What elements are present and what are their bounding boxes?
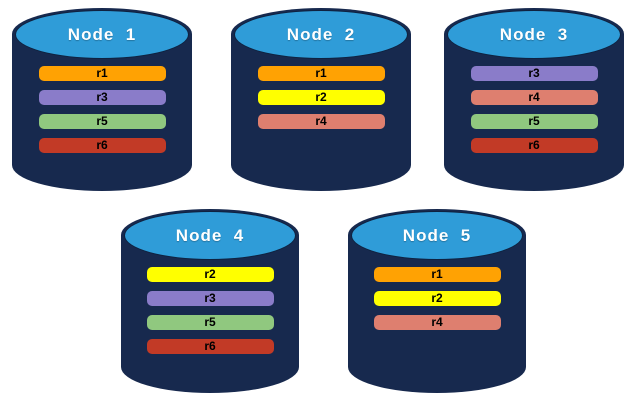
db-node-4: Node 4 r2 r3 r5 r6 (121, 209, 299, 393)
cylinder-top: Node 4 (124, 211, 296, 260)
node-title: Node 5 (402, 225, 472, 245)
replica-bar: r3 (146, 291, 274, 306)
db-node-1: Node 1 r1 r3 r5 r6 (12, 8, 192, 191)
replica-bar: r1 (257, 66, 385, 81)
node-title: Node 3 (499, 24, 569, 44)
replica-bar: r2 (146, 267, 274, 282)
replica-bar: r2 (257, 90, 385, 105)
replica-list: r1 r2 r4 (231, 66, 411, 129)
node-title: Node 4 (175, 225, 245, 245)
replica-bar: r5 (38, 114, 166, 129)
node-title: Node 2 (286, 24, 356, 44)
replica-bar: r4 (470, 90, 598, 105)
db-node-2: Node 2 r1 r2 r4 (231, 8, 411, 191)
db-node-5: Node 5 r1 r2 r4 (348, 209, 526, 393)
replica-list: r1 r3 r5 r6 (12, 66, 192, 153)
replica-bar: r3 (470, 66, 598, 81)
cylinder-top: Node 3 (447, 10, 621, 59)
node-title: Node 1 (67, 24, 137, 44)
replica-list: r1 r2 r4 (348, 267, 526, 330)
cylinder-top: Node 5 (351, 211, 523, 260)
replica-list: r2 r3 r5 r6 (121, 267, 299, 354)
replica-bar: r5 (470, 114, 598, 129)
replica-bar: r1 (38, 66, 166, 81)
replica-bar: r6 (38, 138, 166, 153)
replica-bar: r6 (146, 339, 274, 354)
replica-bar: r3 (38, 90, 166, 105)
replica-bar: r5 (146, 315, 274, 330)
replica-bar: r2 (373, 291, 501, 306)
cylinder-top: Node 2 (234, 10, 408, 59)
replica-bar: r6 (470, 138, 598, 153)
replica-bar: r4 (373, 315, 501, 330)
replica-bar: r4 (257, 114, 385, 129)
replica-bar: r1 (373, 267, 501, 282)
replica-list: r3 r4 r5 r6 (444, 66, 624, 153)
cylinder-top: Node 1 (15, 10, 189, 59)
db-node-3: Node 3 r3 r4 r5 r6 (444, 8, 624, 191)
